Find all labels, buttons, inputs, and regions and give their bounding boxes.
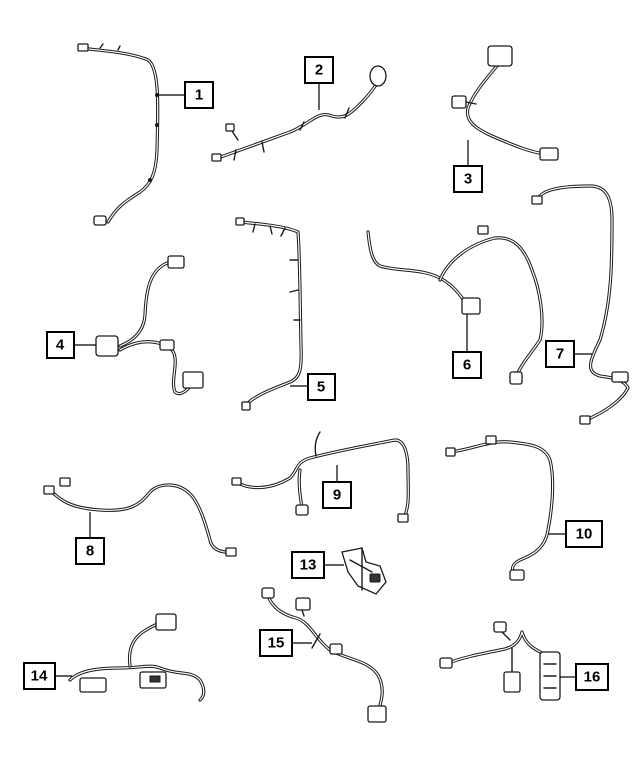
harness-9 <box>231 431 410 523</box>
callout-6-label: 6 <box>463 357 471 374</box>
harness-16 <box>439 621 561 701</box>
callout-13: 13 <box>291 551 344 579</box>
callout-14: 14 <box>23 662 72 690</box>
callout-16: 16 <box>560 663 609 691</box>
callout-13-label: 13 <box>300 557 317 574</box>
callout-7: 7 <box>545 340 592 368</box>
callout-15: 15 <box>259 629 312 657</box>
harness-4 <box>95 255 204 396</box>
harness-15 <box>261 587 387 723</box>
callout-2-label: 2 <box>315 62 323 79</box>
callout-14-label: 14 <box>31 668 48 685</box>
callout-8-label: 8 <box>86 543 94 560</box>
callout-3-label: 3 <box>464 171 472 188</box>
callout-5-label: 5 <box>317 379 325 396</box>
callout-10: 10 <box>548 520 603 548</box>
harness-3 <box>451 45 559 161</box>
harness-5 <box>235 217 303 411</box>
callout-7-label: 7 <box>556 346 564 363</box>
callout-5: 5 <box>290 373 336 401</box>
callout-4-label: 4 <box>56 337 65 354</box>
harness-14 <box>68 613 206 702</box>
callout-3: 3 <box>453 140 483 193</box>
callout-9: 9 <box>322 465 352 509</box>
callout-1: 1 <box>157 81 214 109</box>
callout-6: 6 <box>452 314 482 379</box>
harness-1 <box>77 43 160 226</box>
callout-8: 8 <box>75 512 105 565</box>
part-13 <box>341 547 387 595</box>
callout-9-label: 9 <box>333 487 341 504</box>
callout-1-label: 1 <box>195 87 203 104</box>
callout-15-label: 15 <box>268 635 285 652</box>
harness-6 <box>366 225 544 385</box>
harness-8 <box>43 477 237 557</box>
callout-4: 4 <box>46 331 96 359</box>
callout-10-label: 10 <box>576 526 593 543</box>
harness-7 <box>531 184 630 425</box>
callout-2: 2 <box>304 56 334 110</box>
harness-10 <box>445 435 555 581</box>
harness-2 <box>211 65 387 162</box>
callout-16-label: 16 <box>584 669 601 686</box>
